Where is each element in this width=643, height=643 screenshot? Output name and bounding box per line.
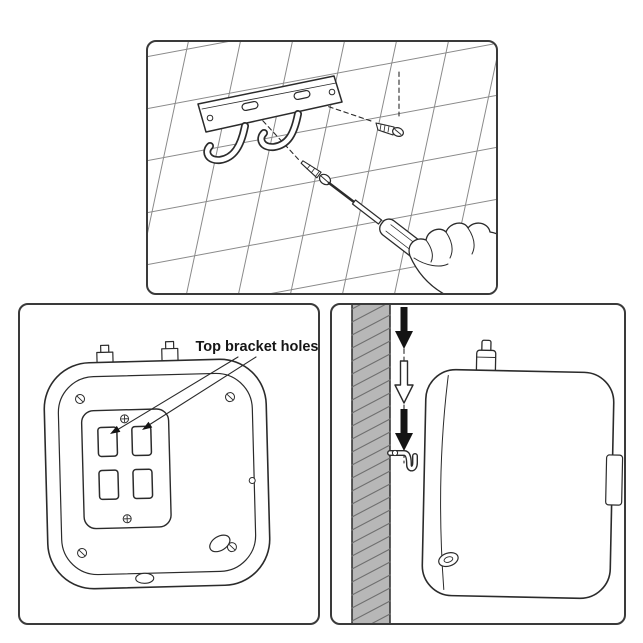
- panel-bracket-installation: [146, 40, 498, 295]
- screw-shaft: [375, 122, 395, 136]
- panel-heater-hanging: [330, 303, 626, 625]
- bracket-hole-bottom-right: [132, 468, 154, 500]
- bracket-hole-top-left: [97, 426, 119, 458]
- mounting-plate-outline: [80, 408, 172, 530]
- plate-screw-cross: [123, 515, 131, 523]
- heater-hanging-illustration: [351, 305, 624, 623]
- mounting-plate: [80, 408, 172, 530]
- panel-heater-back-view: Top bracket holes: [18, 303, 320, 625]
- heater-back-unit: [43, 340, 271, 590]
- screw-head-slot: [320, 175, 330, 184]
- down-arrow-solid-bottom: [395, 409, 413, 451]
- bracket-hook-core: [205, 123, 248, 163]
- leader-line-right: [148, 356, 257, 426]
- hook-screw: [391, 449, 399, 457]
- hand-finger-lines: [425, 227, 475, 263]
- heater-back-illustration: Top bracket holes: [43, 339, 318, 590]
- mounting-direction-guide: [394, 307, 414, 464]
- screw-shaft: [300, 160, 322, 179]
- bracket-hole-bottom-left: [98, 469, 120, 501]
- pipe-stub: [475, 349, 497, 374]
- drain-oval: [438, 552, 459, 568]
- down-arrow-outline: [394, 360, 414, 404]
- bracket-fold-line: [201, 82, 337, 110]
- hand-outline: [408, 222, 496, 293]
- bracket-end-hole: [206, 114, 214, 122]
- wall-section: [351, 305, 391, 623]
- screw-right: [375, 122, 404, 137]
- grid-lines-steep: [148, 42, 496, 293]
- drain-oval-inner: [443, 556, 454, 563]
- bracket-hooks: [203, 110, 302, 165]
- bracket-keyhole-slot: [293, 89, 311, 101]
- bracket-keyhole-slot: [241, 100, 259, 112]
- hand-thumb-line: [413, 257, 449, 267]
- screw-threads: [306, 164, 320, 177]
- screwdriver-shank: [351, 199, 383, 225]
- bracket-plate: [197, 75, 343, 133]
- cable-entry-oval: [209, 534, 231, 553]
- corner-screws: [75, 392, 237, 558]
- screw-head-slot: [394, 129, 402, 135]
- bracket-end-hole: [328, 88, 336, 96]
- screw-slot: [76, 395, 84, 403]
- side-junction-box: [605, 454, 624, 506]
- top-bracket-holes-label: Top bracket holes: [195, 339, 318, 355]
- screw-slot: [78, 549, 86, 557]
- hand: [408, 222, 496, 293]
- screw-threads: [379, 124, 390, 133]
- leader-arrowhead-left: [110, 425, 121, 434]
- leader-arrowhead-right: [142, 421, 153, 430]
- down-arrow-solid-top: [395, 307, 413, 349]
- top-bracket-holes-callout: Top bracket holes: [110, 339, 318, 434]
- heater-back-inner-panel: [57, 372, 257, 576]
- mounting-bracket: [197, 75, 343, 165]
- hook-core: [388, 451, 417, 471]
- screwdriver-blade: [327, 181, 356, 204]
- leader-line-left: [116, 356, 239, 431]
- plate-screw-cross: [121, 415, 128, 423]
- bracket-installation-illustration: [148, 42, 496, 293]
- screw-center: [300, 160, 332, 186]
- wall: [351, 305, 391, 623]
- small-port: [248, 477, 256, 485]
- bottom-oval: [135, 572, 155, 584]
- heater-side-view: [421, 339, 624, 600]
- wall-hatch-lines: [351, 305, 391, 623]
- screw-slot: [226, 393, 234, 401]
- bracket-hook-core: [259, 111, 301, 150]
- bracket-hole-top-right: [131, 425, 153, 457]
- wall-bracket-hook: [387, 449, 418, 472]
- screw-slot: [228, 543, 236, 551]
